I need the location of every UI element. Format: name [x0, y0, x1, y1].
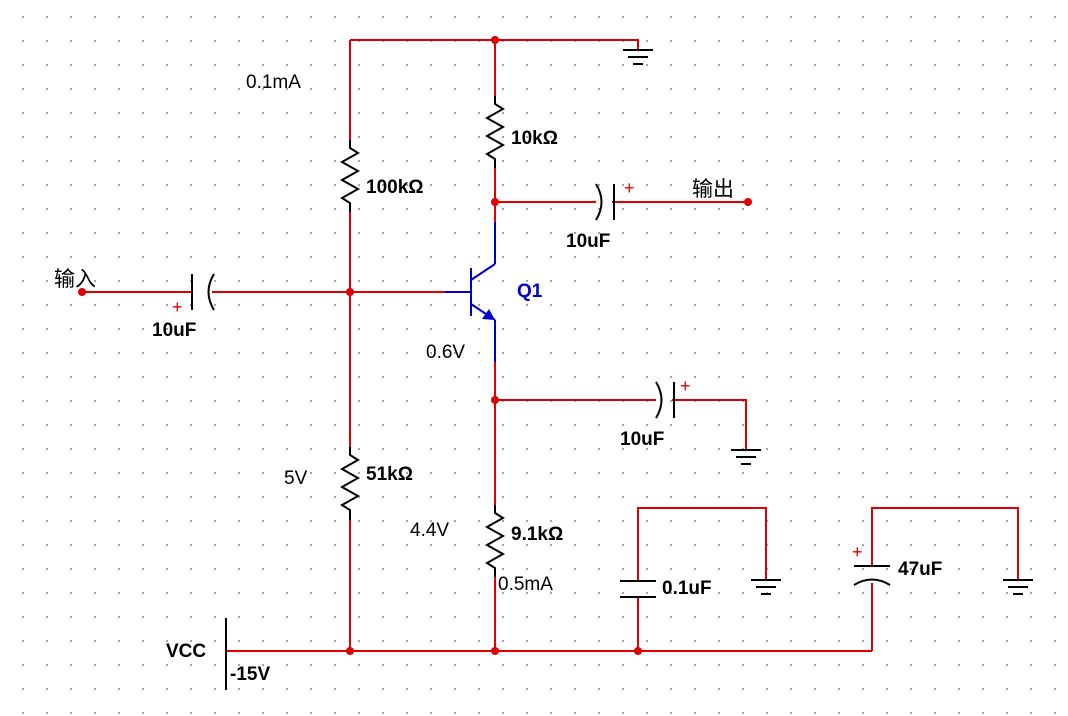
node — [491, 198, 499, 206]
node — [491, 36, 499, 44]
resistor-10k-label: 10kΩ — [511, 128, 558, 149]
capacitor-47uf — [853, 565, 891, 586]
capacitor-bypass — [655, 381, 675, 419]
emitter-current-annotation: 0.5mA — [498, 574, 553, 595]
capacitor-0-1uf-label: 0.1uF — [662, 578, 712, 599]
node — [346, 288, 354, 296]
output-label: 输出 — [692, 177, 734, 201]
input-terminal — [78, 288, 86, 296]
wire-c47-top — [871, 507, 1019, 580]
polarity-mark: + — [172, 297, 183, 317]
capacitor-bypass-label: 10uF — [620, 429, 664, 450]
capacitor-47uf-label: 47uF — [898, 559, 942, 580]
output-terminal — [744, 198, 752, 206]
vcc-value: -15V — [230, 664, 270, 685]
base-voltage-annotation: 5V — [284, 468, 308, 489]
bias-current-annotation: 0.1mA — [246, 72, 301, 93]
wire-top-rail — [350, 39, 639, 50]
vcc-label: VCC — [166, 641, 206, 662]
resistor-10k — [484, 96, 506, 168]
resistor-100k — [339, 140, 361, 212]
resistor-51k — [339, 447, 361, 520]
wires — [82, 39, 1019, 652]
wire-bypass-right — [672, 399, 747, 450]
resistor-9-1k-label: 9.1kΩ — [511, 524, 563, 545]
capacitor-output-label: 10uF — [566, 231, 610, 252]
node — [491, 647, 499, 655]
ground-symbol-c01 — [751, 579, 781, 595]
resistor-51k-label: 51kΩ — [366, 464, 413, 485]
polarity-mark: + — [680, 376, 691, 396]
junction-nodes — [78, 36, 752, 655]
node — [634, 647, 642, 655]
node — [346, 647, 354, 655]
capacitor-input-label: 10uF — [152, 320, 196, 341]
input-label: 输入 — [54, 267, 96, 291]
transistor-q1 — [445, 222, 496, 362]
polarity-mark: + — [624, 178, 635, 198]
emitter-voltage-annotation: 4.4V — [410, 520, 449, 541]
capacitor-output — [595, 183, 615, 221]
transistor-label: Q1 — [517, 281, 543, 302]
wire-c01-top — [637, 507, 767, 581]
node — [491, 396, 499, 404]
ground-symbol-top — [623, 49, 653, 65]
capacitor-0-1uf — [620, 580, 656, 598]
ground-symbol-bypass — [731, 449, 761, 465]
resistor-9-1k — [484, 505, 506, 577]
resistor-100k-label: 100kΩ — [366, 177, 424, 198]
polarity-mark: + — [852, 542, 863, 562]
vbe-annotation: 0.6V — [426, 342, 465, 363]
capacitor-input — [191, 273, 215, 311]
ground-symbol-c47 — [1003, 579, 1033, 595]
